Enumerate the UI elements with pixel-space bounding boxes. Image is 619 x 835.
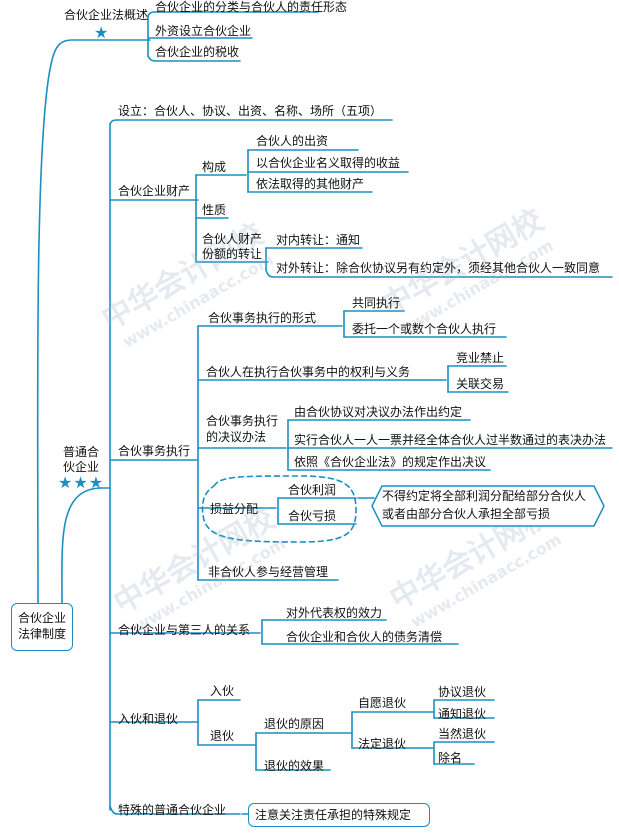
transfer-internal: 对内转让：通知	[276, 233, 361, 247]
general-title: 伙企业	[63, 460, 100, 474]
profit-title: 损益分配	[210, 502, 259, 516]
overview-item: 外资设立合伙企业	[155, 24, 252, 38]
forms-item: 委托一个或数个合伙人执行	[352, 322, 497, 336]
composition-title: 构成	[202, 160, 227, 174]
non-partner-node: 非合伙人参与经营管理	[208, 565, 329, 579]
profit-note-line: 或者由部分合伙人承担全部亏损	[382, 507, 551, 521]
composition-item: 以合伙企业名义取得的收益	[256, 156, 401, 170]
rights-title: 合伙人在执行合伙事务中的权利与义务	[206, 365, 411, 379]
voting-title: 合伙事务执行	[206, 414, 279, 428]
entry-node: 入伙	[210, 684, 235, 698]
voluntary-item: 协议退伙	[438, 685, 487, 699]
nature-node: 性质	[202, 203, 227, 217]
rights-item: 竞业禁止	[456, 351, 505, 365]
special-note-text: 注意关注责任承担的特殊规定	[255, 808, 412, 822]
voluntary-item: 通知退伙	[438, 707, 487, 721]
importance-stars: ★★★	[58, 473, 105, 492]
affairs-title: 合伙事务执行	[118, 444, 191, 458]
third-party-item: 对外代表权的效力	[286, 606, 383, 620]
third-party-title: 合伙企业与第三人的关系	[118, 623, 251, 637]
voting-item: 依照《合伙企业法》的规定作出决议	[294, 455, 487, 469]
root-label: 法律制度	[17, 627, 66, 641]
overview-item: 合伙企业的税收	[155, 45, 240, 59]
composition-item: 合伙人的出资	[256, 134, 329, 148]
voluntary-title: 自愿退伙	[358, 696, 407, 710]
transfer-title: 份额的转让	[202, 247, 263, 261]
profit-item: 合伙亏损	[288, 509, 337, 523]
special-title: 特殊的普通合伙企业	[118, 803, 227, 817]
voting-title: 的决议办法	[206, 430, 267, 444]
forms-item: 共同执行	[352, 296, 401, 310]
root-node: 合伙企业 法律制度	[11, 603, 73, 651]
statutory-item: 当然退伙	[438, 727, 487, 741]
note-shape	[371, 485, 605, 527]
property-title: 合伙企业财产	[118, 184, 191, 198]
profit-note: 不得约定将全部利润分配给部分合伙人 或者由部分合伙人承担全部亏损	[370, 484, 606, 528]
transfer-external: 对外转让：除合伙协议另有约定外，须经其他合伙人一致同意	[276, 261, 601, 275]
general-title: 普通合	[63, 445, 100, 459]
statutory-title: 法定退伙	[358, 737, 407, 751]
voting-item: 由合伙协议对决议办法作出约定	[294, 405, 463, 419]
statutory-item: 除名	[438, 751, 463, 765]
establish-node: 设立：合伙人、协议、出资、名称、场所（五项）	[118, 104, 383, 118]
rights-item: 关联交易	[456, 377, 505, 391]
special-note: 注意关注责任承担的特殊规定	[248, 803, 430, 827]
entry-exit-title: 入伙和退伙	[118, 712, 179, 726]
overview-item: 合伙企业的分类与合伙人的责任形态	[155, 0, 348, 14]
root-label: 合伙企业	[17, 611, 66, 625]
importance-stars: ★	[94, 23, 110, 42]
profit-item: 合伙利润	[288, 483, 337, 497]
exit-reasons: 退伙的原因	[264, 717, 325, 731]
forms-title: 合伙事务执行的形式	[208, 311, 317, 325]
composition-item: 依法取得的其他财产	[256, 177, 365, 191]
overview-title: 合伙企业法概述	[64, 8, 149, 22]
exit-node: 退伙	[210, 729, 235, 743]
exit-effect: 退伙的效果	[264, 759, 325, 773]
voting-item: 实行合伙人一人一票并经全体合伙人过半数通过的表决办法	[294, 433, 607, 447]
third-party-item: 合伙企业和合伙人的债务清偿	[286, 630, 443, 644]
transfer-title: 合伙人财产	[202, 232, 263, 246]
profit-note-line: 不得约定将全部利润分配给部分合伙人	[382, 489, 587, 503]
